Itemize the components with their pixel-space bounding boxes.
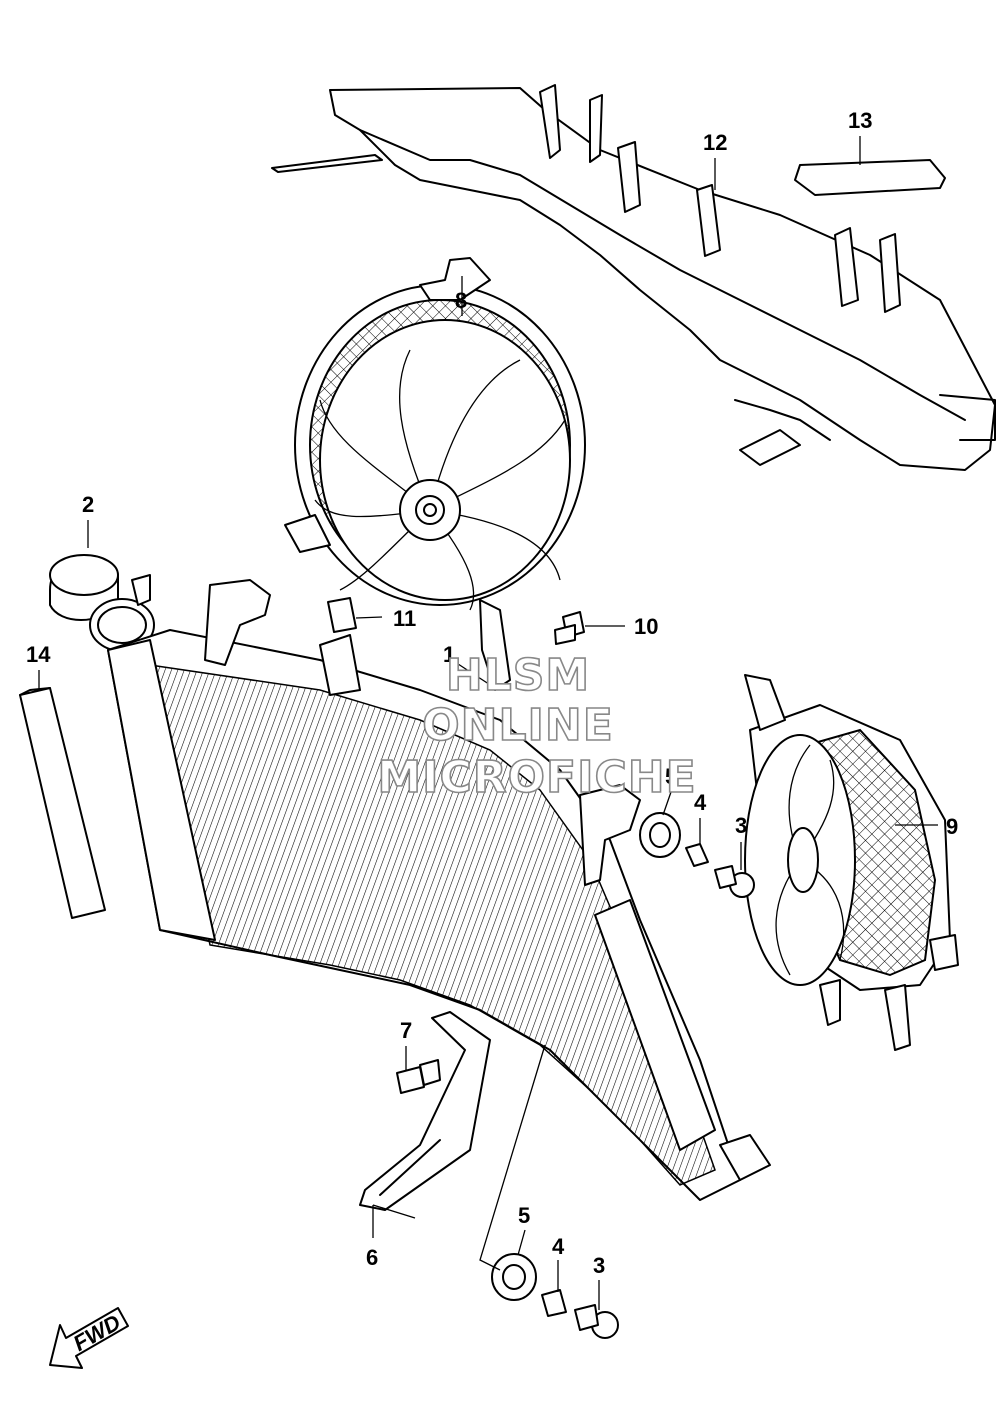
callout-5-lower: 5 [518, 1203, 530, 1228]
callout-14: 14 [26, 642, 51, 667]
part-7-bolt [396, 1059, 441, 1094]
watermark-line-1: HLSM [446, 650, 590, 701]
part-14-strip [19, 687, 106, 919]
fwd-arrow-icon [49, 1307, 129, 1369]
callout-4-lower: 4 [552, 1234, 565, 1259]
part-11-nut [327, 597, 357, 633]
callout-1: 1 [443, 642, 455, 667]
part-13-tape [794, 159, 946, 196]
part-10-bolt [554, 611, 585, 645]
callouts: 13 12 8 2 11 10 1 14 5 4 3 9 7 6 5 4 3 [26, 108, 958, 1278]
callout-4-upper: 4 [694, 790, 707, 815]
callout-6: 6 [366, 1245, 378, 1270]
leader-lines [38, 136, 938, 1310]
parts-5-4-3-upper [639, 812, 755, 898]
callout-12: 12 [703, 130, 727, 155]
callout-3-lower: 3 [593, 1253, 605, 1278]
callout-10: 10 [634, 614, 658, 639]
callout-11: 11 [393, 606, 416, 631]
part-6-bracket [359, 1011, 491, 1211]
callout-9: 9 [946, 814, 958, 839]
part-8-upper-fan [284, 257, 586, 691]
callout-3-upper: 3 [735, 813, 747, 838]
part-1-radiator [107, 579, 771, 1201]
watermark: HLSM ONLINE MICROFICHE [377, 649, 697, 804]
part-2-cap [49, 554, 155, 652]
parts-5-4-3-lower [491, 1253, 619, 1339]
watermark-line-3: MICROFICHE [377, 752, 696, 803]
callout-5-upper: 5 [665, 764, 677, 789]
part-9-side-fan [744, 674, 959, 1051]
callout-7: 7 [400, 1018, 412, 1043]
watermark-line-2: ONLINE [422, 700, 614, 751]
fwd-arrow: FWD [49, 1307, 129, 1369]
callout-2: 2 [82, 492, 94, 517]
callout-13: 13 [848, 108, 872, 133]
part-12-cover [271, 84, 996, 471]
callout-8: 8 [455, 288, 467, 313]
